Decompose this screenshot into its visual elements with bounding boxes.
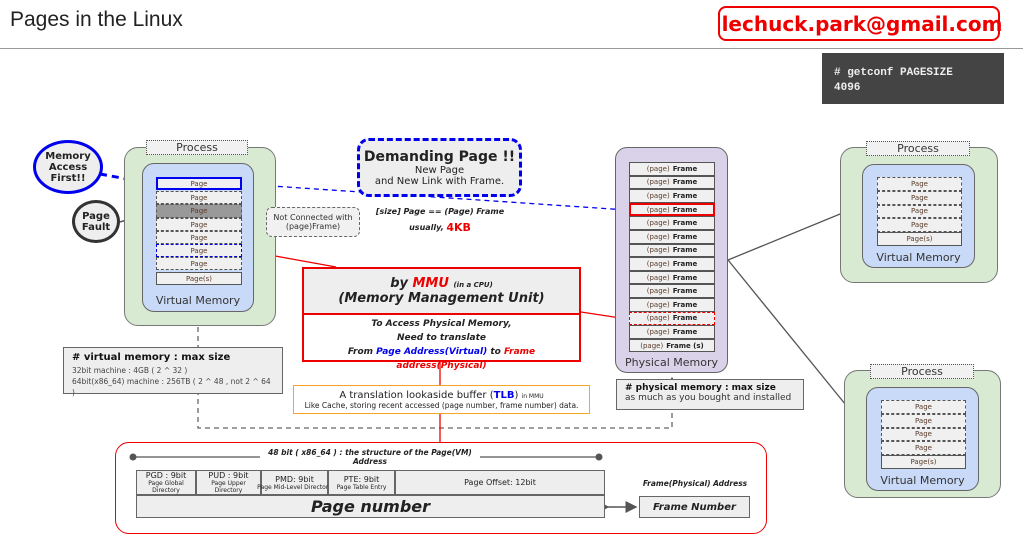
pages-more: Page(s) [156, 272, 242, 285]
page-fault-page: Page [156, 204, 242, 218]
vm-max-line2: 64bit(x86_64) machine : 256TB ( 2 ^ 48 ,… [72, 377, 271, 397]
vm-max-title: # virtual memory : max size [72, 352, 231, 363]
tlb-desc: Like Cache, storing recent accessed (pag… [304, 400, 579, 410]
frame-number-field: Frame Number [639, 496, 750, 518]
frame: (page)Frame [629, 202, 715, 217]
frames-more: (page)Frame (s) [629, 338, 715, 353]
page: Page [156, 257, 242, 270]
mmu-line1: To Access Physical Memory, [371, 319, 512, 329]
page: Page [881, 441, 966, 456]
memory-access-callout: Memory Access First!! [33, 140, 103, 194]
tlb-box: A translation lookaside buffer (TLB) in … [293, 385, 590, 414]
frame: (page)Frame [629, 230, 715, 244]
page: Page [877, 204, 962, 219]
frame: (page)Frame [629, 243, 715, 258]
mmu-fullname: (Memory Management Unit) [338, 291, 545, 306]
page: Page [877, 218, 962, 233]
page: Page [156, 191, 242, 204]
page: Page [156, 231, 242, 244]
process-label: Process [146, 140, 248, 155]
page: Page [881, 427, 966, 442]
mmu-box: by MMU (in a CPU) (Memory Management Uni… [302, 267, 581, 371]
pages-more: Page(s) [881, 455, 966, 469]
page-title: Pages in the Linux [10, 8, 183, 31]
frame: (page)Frame [629, 162, 715, 176]
tlb-title: A translation lookaside buffer (TLB) in … [339, 389, 544, 401]
demanding-page-box: Demanding Page !! New Page and New Link … [357, 138, 522, 197]
vm-label: Virtual Memory [155, 294, 241, 307]
demanding-title: Demanding Page !! [363, 148, 516, 165]
terminal-command: # getconf PAGESIZE [834, 67, 953, 79]
terminal-output: 4096 [834, 82, 861, 94]
header-divider [0, 48, 1023, 49]
frame: (page)Frame [629, 270, 715, 285]
frame: (page)Frame [629, 257, 715, 271]
mmu-line2: Need to translate [396, 333, 487, 343]
demanding-line1: New Page [414, 164, 465, 176]
frame: (page)Frame [629, 284, 715, 298]
frame: (page)Frame [629, 189, 715, 203]
pm-max-size-box: # physical memory : max size as much as … [616, 379, 804, 410]
page-number-field: Page number [136, 495, 605, 518]
frame-address-label: Frame(Physical) Address [642, 479, 748, 488]
author-email-badge: lechuck.park@gmail.com [718, 6, 1003, 41]
size-usually: usually, 4KB [360, 221, 520, 234]
vm-max-line1: 32bit machine : 4GB ( 2 ^ 32 ) [72, 366, 188, 375]
page: Page [881, 400, 966, 414]
pm-max-line1: as much as you bought and installed [625, 393, 792, 403]
page: Page [156, 218, 242, 231]
vm-max-size-box: # virtual memory : max size 32bit machin… [63, 347, 283, 397]
process-label: Process [866, 141, 970, 156]
usually-text: usually, [409, 223, 444, 232]
address-structure-box [115, 442, 767, 534]
frame: (page)Frame [629, 325, 715, 339]
mmu-line3: From Page Address(Virtual) to Frame addr… [347, 347, 536, 371]
page-fault-callout: Page Fault [72, 200, 120, 243]
size-note: [size] Page == (Page) Frame [375, 207, 505, 216]
frame: (page)Frame [629, 311, 715, 326]
mmu-title: by MMU (in a CPU) [390, 276, 493, 291]
address-ruler-label: 48 bit ( x86_64 ) : the structure of the… [260, 448, 480, 466]
process-label: Process [870, 364, 974, 379]
page: Page [877, 177, 962, 191]
page: Page [877, 190, 962, 205]
page-offset-field: Page Offset: 12bit [395, 470, 605, 495]
physical-memory-label: Physical Memory [625, 356, 718, 369]
pages-more: Page(s) [877, 232, 962, 246]
vm-label: Virtual Memory [876, 251, 961, 264]
pm-max-title: # physical memory : max size [625, 383, 776, 393]
frame: (page)Frame [629, 175, 715, 190]
frame: (page)Frame [629, 216, 715, 230]
vm-label: Virtual Memory [880, 474, 965, 487]
page: Page [881, 413, 966, 428]
size-value: 4KB [446, 221, 471, 234]
page-accessed: Page [156, 177, 242, 190]
terminal-box: # getconf PAGESIZE 4096 [822, 53, 1004, 104]
frame: (page)Frame [629, 298, 715, 312]
page-mapped: Page [156, 244, 242, 257]
not-connected-note: Not Connected with (page)Frame) [266, 207, 360, 237]
demanding-line2: and New Link with Frame. [374, 175, 505, 187]
email-text: lechuck.park@gmail.com [721, 11, 1003, 36]
